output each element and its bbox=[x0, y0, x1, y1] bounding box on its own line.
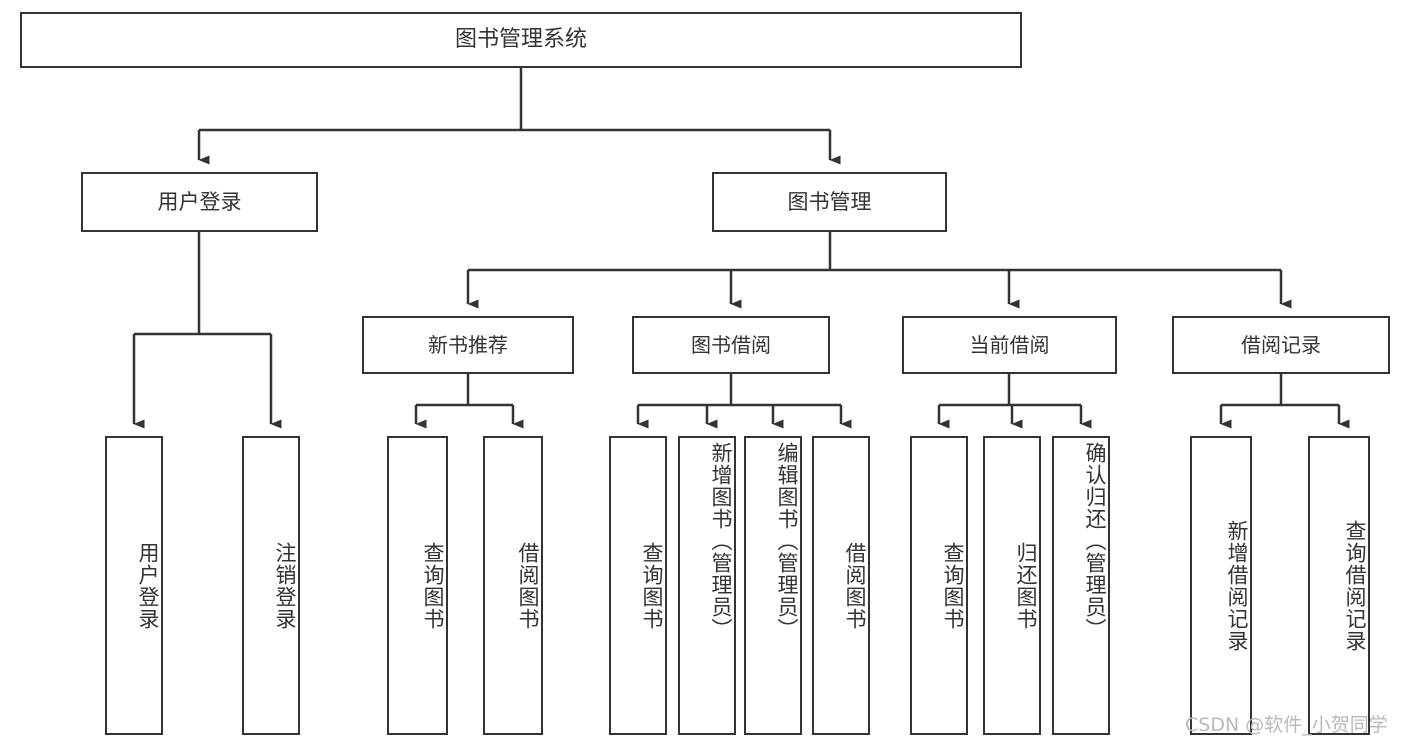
node-book-management[interactable]: 图书管理 bbox=[712, 172, 947, 232]
node-book-borrow[interactable]: 图书借阅 bbox=[632, 316, 830, 374]
node-new-book-recommend-label: 新书推荐 bbox=[428, 332, 508, 357]
node-user-login[interactable]: 用户登录 bbox=[81, 172, 318, 232]
node-root-system[interactable]: 图书管理系统 bbox=[20, 12, 1022, 68]
node-leaf-label: 用户登录 bbox=[136, 541, 160, 630]
node-leaf-label: 查询图书 bbox=[640, 541, 664, 630]
node-leaf-label: 查询图书 bbox=[421, 541, 445, 630]
watermark: CSDN @软件_小贺同学 bbox=[1185, 714, 1388, 736]
node-current-borrow[interactable]: 当前借阅 bbox=[902, 316, 1117, 374]
node-borrow-records[interactable]: 借阅记录 bbox=[1172, 316, 1390, 374]
node-leaf-label: 新增借阅记录 bbox=[1225, 519, 1249, 652]
node-leaf-return-book[interactable]: 归还图书 bbox=[983, 436, 1041, 735]
node-leaf-query-borrow-record[interactable]: 查询借阅记录 bbox=[1308, 436, 1370, 735]
node-leaf-label: 新增图书（管理员） bbox=[709, 442, 733, 640]
node-leaf-label: 归还图书 bbox=[1014, 541, 1038, 630]
node-leaf-label: 借阅图书 bbox=[516, 541, 540, 630]
node-leaf-confirm-return-admin[interactable]: 确认归还（管理员） bbox=[1052, 436, 1110, 735]
node-leaf-borrow-book[interactable]: 借阅图书 bbox=[812, 436, 870, 735]
node-leaf-label: 借阅图书 bbox=[843, 541, 867, 630]
node-borrow-records-label: 借阅记录 bbox=[1241, 332, 1321, 357]
node-leaf-user-login[interactable]: 用户登录 bbox=[105, 436, 163, 735]
node-new-book-recommend[interactable]: 新书推荐 bbox=[362, 316, 574, 374]
node-leaf-query-book-recommend[interactable]: 查询图书 bbox=[387, 436, 448, 735]
node-user-login-label: 用户登录 bbox=[157, 189, 242, 214]
node-leaf-query-book-current[interactable]: 查询图书 bbox=[910, 436, 968, 735]
node-book-borrow-label: 图书借阅 bbox=[691, 332, 771, 357]
node-leaf-add-borrow-record[interactable]: 新增借阅记录 bbox=[1190, 436, 1252, 735]
node-leaf-edit-book-admin[interactable]: 编辑图书（管理员） bbox=[744, 436, 802, 735]
node-leaf-query-book-borrow[interactable]: 查询图书 bbox=[609, 436, 667, 735]
node-leaf-label: 查询图书 bbox=[941, 541, 965, 630]
node-current-borrow-label: 当前借阅 bbox=[969, 332, 1050, 357]
node-book-management-label: 图书管理 bbox=[787, 189, 872, 214]
node-leaf-label: 注销登录 bbox=[273, 541, 297, 630]
node-root-label: 图书管理系统 bbox=[454, 27, 587, 53]
node-leaf-logout[interactable]: 注销登录 bbox=[242, 436, 300, 735]
node-leaf-add-book-admin[interactable]: 新增图书（管理员） bbox=[678, 436, 736, 735]
node-leaf-label: 编辑图书（管理员） bbox=[775, 442, 799, 640]
node-leaf-label: 查询借阅记录 bbox=[1343, 519, 1367, 652]
node-leaf-label: 确认归还（管理员） bbox=[1083, 442, 1107, 640]
node-leaf-borrow-book-recommend[interactable]: 借阅图书 bbox=[483, 436, 543, 735]
